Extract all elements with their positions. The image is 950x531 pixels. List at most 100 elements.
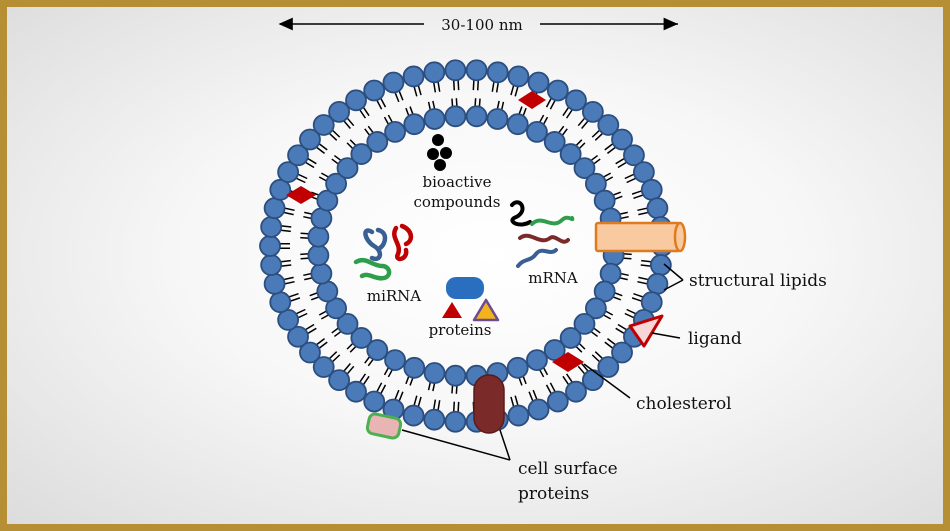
lipid-head-icon bbox=[310, 262, 333, 285]
lipid-head-icon bbox=[402, 404, 425, 427]
lipid-head-icon bbox=[299, 128, 321, 151]
lipid-head-icon bbox=[506, 356, 529, 379]
lipid-head-icon bbox=[307, 244, 330, 267]
ligand-label: ligand bbox=[688, 329, 742, 349]
callout-lines bbox=[401, 263, 684, 461]
structural-lipids-label: structural lipids bbox=[689, 271, 827, 291]
diagram-panel bbox=[7, 7, 943, 524]
protein-icon bbox=[442, 277, 500, 322]
lipid-head-icon bbox=[312, 356, 335, 378]
lipid-head-icon bbox=[444, 410, 467, 433]
lipid-head-icon bbox=[382, 71, 405, 94]
cholesterol-label: cholesterol bbox=[636, 394, 732, 414]
lipid-head-icon bbox=[527, 71, 550, 94]
lipid-head-icon bbox=[649, 254, 672, 276]
lipid-head-icon bbox=[559, 327, 582, 349]
lipid-head-icon bbox=[640, 178, 663, 201]
lipid-head-icon bbox=[465, 59, 488, 82]
lipid-head-icon bbox=[423, 108, 446, 130]
lipid-head-icon bbox=[287, 325, 309, 348]
lipid-head-icon bbox=[260, 216, 283, 238]
size-label: 30-100 nm bbox=[441, 16, 522, 34]
lipid-head-icon bbox=[299, 341, 321, 364]
lipid-head-icon bbox=[507, 404, 530, 427]
lipid-head-icon bbox=[546, 79, 569, 102]
lipid-head-icon bbox=[350, 143, 373, 165]
lipid-head-icon bbox=[646, 197, 669, 220]
mrna-icon bbox=[510, 200, 575, 268]
size-indicator: 30-100 nm bbox=[278, 16, 678, 34]
lipid-head-icon bbox=[444, 105, 467, 128]
lipid-head-icon bbox=[526, 349, 548, 371]
proteins-label: proteins bbox=[429, 321, 492, 339]
surface-protein-small-icon bbox=[365, 412, 403, 440]
lipid-head-icon bbox=[573, 313, 596, 335]
lipid-head-icon bbox=[423, 408, 446, 431]
lipid-head-icon bbox=[336, 157, 359, 179]
lipid-head-icon bbox=[277, 161, 300, 183]
lipid-head-icon bbox=[336, 313, 359, 335]
lipid-head-icon bbox=[325, 297, 348, 320]
mirna-label: miRNA bbox=[367, 287, 421, 305]
lipid-head-icon bbox=[384, 121, 406, 143]
lipid-head-icon bbox=[597, 114, 620, 136]
lipid-head-icon bbox=[328, 100, 351, 123]
surface-protein-large-icon bbox=[473, 374, 505, 434]
lipid-head-icon bbox=[543, 339, 566, 361]
lipid-head-icon bbox=[366, 131, 389, 153]
lipid-head-icon bbox=[444, 364, 467, 387]
lipid-head-icon bbox=[640, 291, 663, 314]
cholesterol-icon bbox=[518, 91, 546, 109]
lipid-head-icon bbox=[350, 327, 373, 349]
lipid-head-icon bbox=[277, 309, 300, 331]
lipid-head-icon bbox=[486, 61, 509, 84]
lipid-head-icon bbox=[611, 341, 633, 364]
cholesterol-group bbox=[286, 91, 584, 372]
bioactive-label: bioactive bbox=[423, 173, 492, 191]
lipid-head-icon bbox=[565, 89, 587, 112]
lipid-head-icon bbox=[526, 121, 548, 143]
lipid-head-icon bbox=[611, 128, 633, 151]
lipid-head-icon bbox=[559, 143, 582, 165]
lipid-head-icon bbox=[363, 79, 386, 102]
lipid-head-icon bbox=[444, 59, 467, 82]
lipid-head-icon bbox=[269, 291, 292, 314]
lipid-head-icon bbox=[632, 161, 655, 183]
lipid-head-icon bbox=[584, 172, 607, 195]
lipid-head-icon bbox=[584, 297, 607, 320]
mrna-label: mRNA bbox=[528, 269, 578, 287]
lipid-head-icon bbox=[403, 113, 426, 136]
lipid-head-icon bbox=[573, 157, 596, 179]
lipid-head-icon bbox=[581, 100, 604, 123]
lipid-head-icon bbox=[366, 339, 389, 361]
cholesterol-icon bbox=[552, 352, 584, 372]
lipid-head-icon bbox=[328, 369, 351, 392]
lipid-head-icon bbox=[287, 144, 309, 167]
lipid-head-icon bbox=[259, 235, 281, 257]
lipid-head-icon bbox=[325, 172, 348, 195]
lipid-head-icon bbox=[486, 108, 509, 130]
lipid-head-icon bbox=[593, 280, 616, 303]
mirna-icon bbox=[353, 223, 414, 281]
lipid-head-icon bbox=[646, 272, 669, 295]
lipid-head-icon bbox=[363, 390, 386, 413]
lipid-head-icon bbox=[260, 254, 283, 276]
lipid-head-icon bbox=[384, 349, 406, 371]
cholesterol-icon bbox=[286, 186, 316, 204]
lipid-head-icon bbox=[543, 131, 566, 153]
lipid-head-icon bbox=[263, 197, 286, 220]
lipid-head-icon bbox=[307, 225, 330, 248]
lipid-head-icon bbox=[312, 114, 335, 136]
lipid-head-icon bbox=[506, 113, 529, 136]
lipid-head-icon bbox=[269, 178, 292, 201]
lipid-head-icon bbox=[423, 61, 446, 84]
lipid-head-icon bbox=[423, 362, 446, 384]
lipid-head-icon bbox=[546, 390, 569, 413]
lipid-head-icon bbox=[507, 65, 530, 88]
lipid-head-icon bbox=[345, 89, 367, 112]
cell-surface-proteins-label: proteins bbox=[518, 484, 589, 504]
lipid-head-icon bbox=[403, 356, 426, 379]
ligand-icon bbox=[628, 314, 664, 348]
